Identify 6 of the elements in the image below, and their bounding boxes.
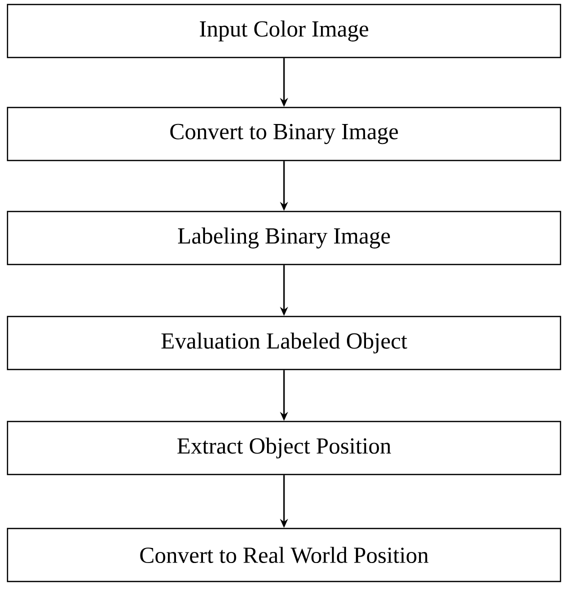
process-box: Labeling Binary Image <box>6 210 562 266</box>
process-box: Extract Object Position <box>6 420 562 476</box>
process-box: Convert to Real World Position <box>6 528 562 582</box>
process-box: Convert to Binary Image <box>6 106 562 162</box>
process-box: Evaluation Labeled Object <box>6 316 562 370</box>
process-box: Input Color Image <box>6 4 562 58</box>
